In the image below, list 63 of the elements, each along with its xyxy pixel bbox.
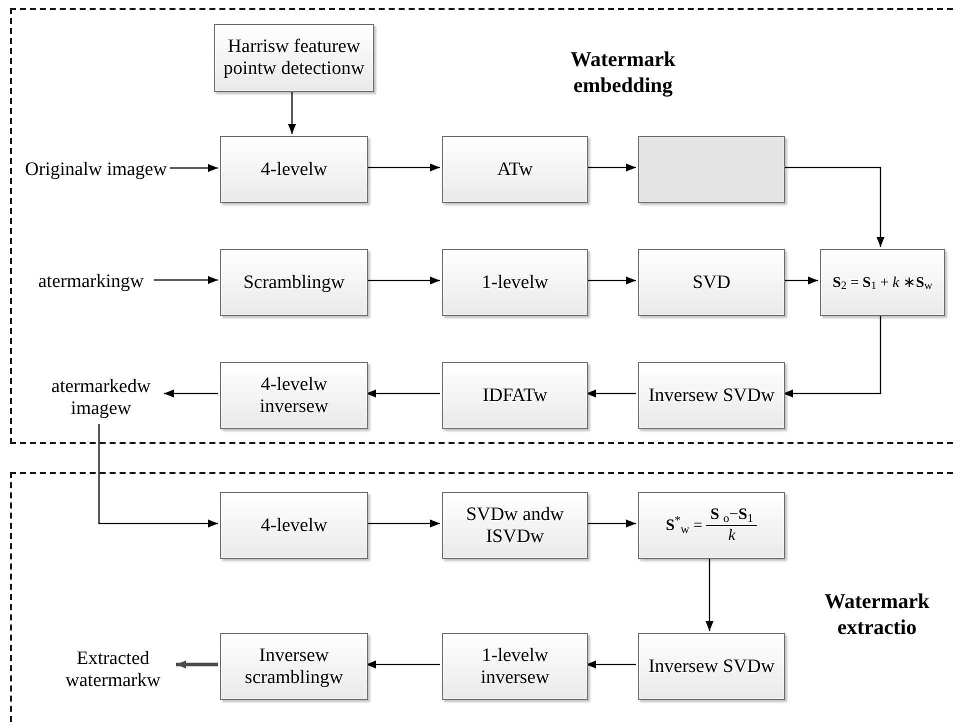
arrow bbox=[586, 276, 636, 284]
arrow bbox=[706, 557, 714, 631]
box-label: SVDw andw ISVDw bbox=[465, 504, 565, 548]
arrow bbox=[98, 424, 218, 528]
box-label: 1-levelw bbox=[482, 272, 548, 294]
section-title: Watermark embedding bbox=[570, 47, 676, 97]
arrow bbox=[783, 314, 882, 398]
process-box bbox=[442, 362, 588, 429]
dashed-region bbox=[10, 8, 953, 444]
io-label: Originalw imagew bbox=[25, 159, 167, 181]
process-box bbox=[220, 362, 368, 429]
arrow bbox=[366, 390, 440, 398]
numerator: S $_{o}$−S$_{1}$ bbox=[706, 505, 758, 526]
arrow bbox=[164, 390, 218, 398]
io-label: Extracted watermarkw bbox=[64, 648, 162, 692]
box-label: Harrisw featurew pointw detectionw bbox=[222, 36, 366, 80]
box-label: 1-levelw inversew bbox=[480, 644, 550, 688]
arrow bbox=[366, 276, 440, 284]
process-box bbox=[638, 362, 785, 429]
arrow bbox=[154, 276, 218, 284]
process-box bbox=[220, 136, 368, 203]
process-box bbox=[442, 492, 588, 559]
process-box bbox=[220, 633, 368, 700]
box-label: Scramblingw bbox=[243, 272, 345, 294]
box-label: SVD bbox=[692, 272, 730, 294]
io-label: atermarkedw imagew bbox=[50, 376, 152, 420]
process-box bbox=[442, 633, 588, 700]
dashed-region bbox=[10, 472, 953, 722]
box-label: 4-levelw bbox=[260, 158, 328, 180]
arrow bbox=[586, 390, 636, 398]
empty-box bbox=[638, 136, 785, 203]
box-label: Inversew SVDw bbox=[648, 656, 775, 678]
arrow bbox=[170, 164, 218, 172]
arrow bbox=[288, 90, 296, 134]
arrow bbox=[783, 166, 884, 247]
process-box bbox=[638, 633, 785, 700]
process-box bbox=[220, 249, 368, 316]
process-box bbox=[638, 249, 785, 316]
process-box bbox=[442, 249, 588, 316]
box-label: ATw bbox=[497, 158, 533, 180]
process-box bbox=[220, 492, 368, 559]
box-label: 4-levelw inversew bbox=[258, 374, 330, 418]
arrow bbox=[586, 520, 636, 528]
box-label: Inversew scramblingw bbox=[244, 644, 344, 688]
arrow bbox=[783, 276, 818, 284]
arrow bbox=[586, 660, 636, 668]
box-label: 4-levelw bbox=[260, 514, 328, 536]
formula: S$^{*}$$_{w}$ = bbox=[666, 514, 702, 538]
denominator: k bbox=[728, 526, 736, 546]
arrow bbox=[366, 660, 440, 668]
formula-box bbox=[638, 492, 785, 559]
formula-box bbox=[820, 249, 945, 316]
section-title: Watermark extractio bbox=[824, 589, 930, 639]
box-label: IDFATw bbox=[482, 384, 548, 406]
process-box bbox=[442, 136, 588, 203]
process-box bbox=[214, 24, 374, 92]
arrow bbox=[366, 164, 440, 172]
io-label: atermarkingw bbox=[38, 271, 144, 293]
formula: S$_{2}$ = S$_{1}$ + k ∗S$_{w}$ bbox=[832, 274, 932, 294]
arrow bbox=[176, 660, 218, 668]
arrow bbox=[366, 520, 440, 528]
box-label: Inversew SVDw bbox=[648, 384, 775, 406]
arrow bbox=[586, 164, 636, 172]
